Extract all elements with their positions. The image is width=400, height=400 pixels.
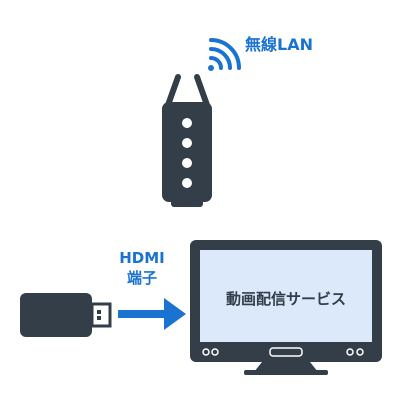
arrow-right-icon <box>118 298 186 330</box>
hdmi-label-line2: 端子 <box>126 269 157 287</box>
television-icon <box>190 240 382 375</box>
wireless-router-icon <box>162 74 212 207</box>
wifi-signal-icon <box>208 38 241 71</box>
tv-screen-text: 動画配信サービス <box>225 290 346 308</box>
wireless-lan-label: 無線LAN <box>245 35 313 54</box>
hdmi-label-line1: HDMI <box>119 249 165 267</box>
hdmi-port-label: HDMI 端子 <box>110 248 174 288</box>
streaming-stick-icon <box>20 293 112 337</box>
